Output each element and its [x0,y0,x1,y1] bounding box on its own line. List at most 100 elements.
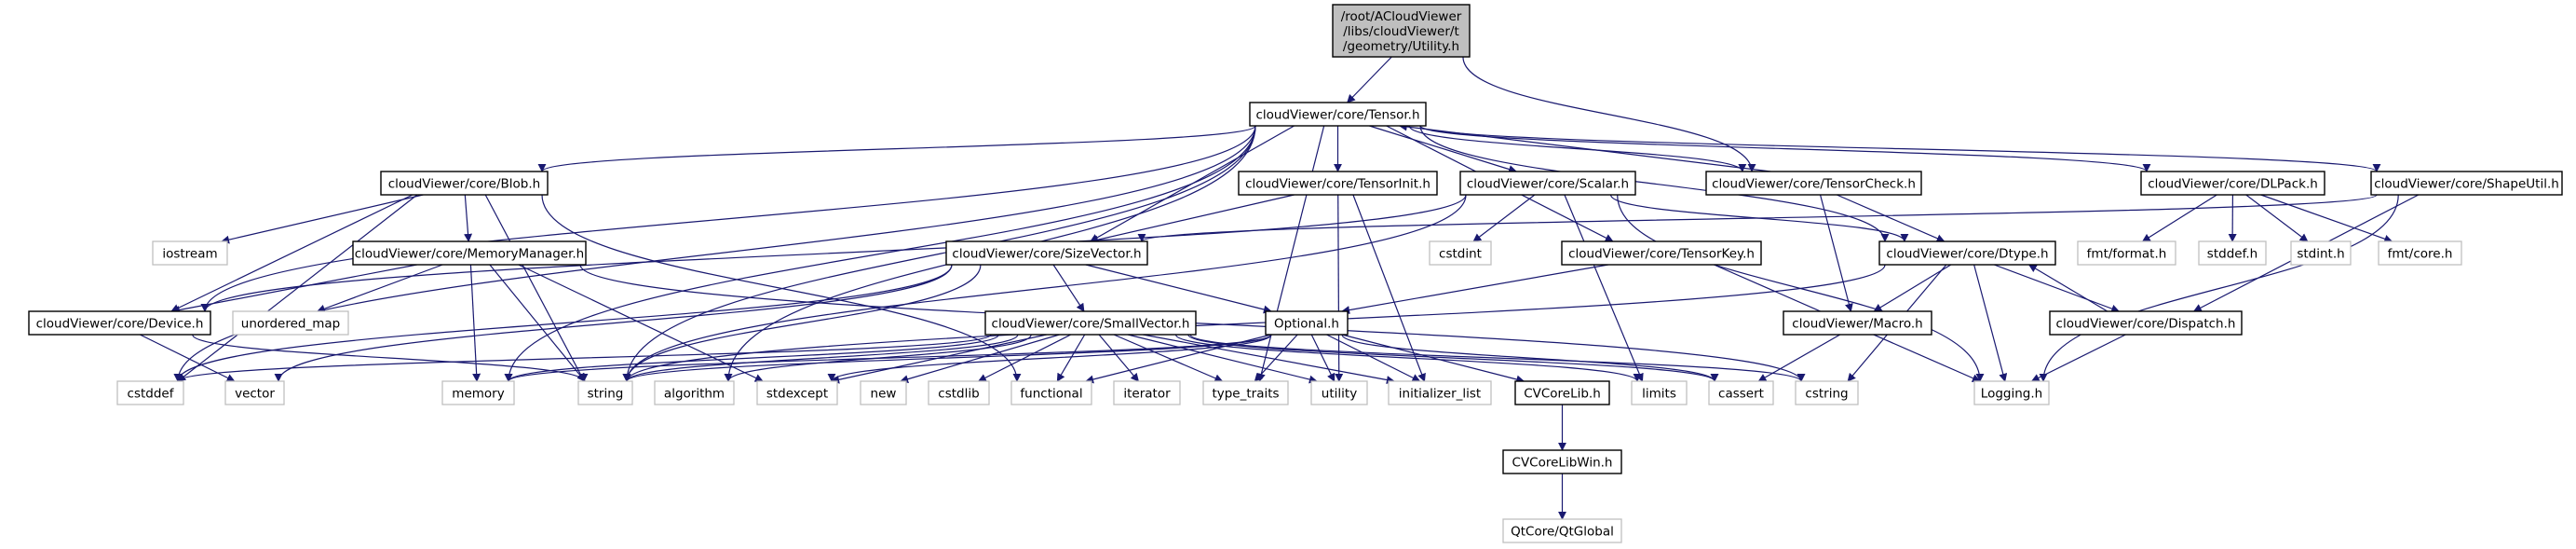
node-scalar[interactable]: cloudViewer/core/Scalar.h [1459,171,1636,196]
node-box-dtype[interactable] [1878,240,2056,266]
node-box-smallvector[interactable] [984,310,1197,336]
node-label-cvcorelib: CVCoreLib.h [1524,387,1601,402]
node-macro[interactable]: cloudViewer/Macro.h [1783,310,1932,336]
node-label-stddefh: stddef.h [2207,247,2257,262]
node-box-unordered_map [232,310,349,336]
node-box-macro[interactable] [1783,310,1932,336]
node-label-initializer_list: initializer_list [1399,387,1481,402]
node-box-shapeutil[interactable] [2370,171,2563,196]
node-blob[interactable]: cloudViewer/core/Blob.h [380,171,549,196]
edge-tensor-to-scalar [1369,125,1518,173]
edge-root-to-tensor [1347,56,1392,103]
node-tensorcheck[interactable]: cloudViewer/core/TensorCheck.h [1705,171,1922,196]
node-box-cvcorelibwin[interactable] [1502,449,1622,474]
edge-tensor-to-blob [537,125,1256,172]
node-label-qtglobal: QtCore/QtGlobal [1511,525,1614,540]
node-box-limits [1631,380,1688,405]
node-box-dlpack[interactable] [2140,171,2325,196]
node-tensorkey[interactable]: cloudViewer/core/TensorKey.h [1561,240,1762,266]
node-label-dlpack: cloudViewer/core/DLPack.h [2148,177,2318,192]
node-box-vector [224,380,285,405]
node-label-fmtcore: fmt/core.h [2388,247,2453,262]
node-label-scalar: cloudViewer/core/Scalar.h [1467,177,1629,192]
edge-smallvector-to-functional [1056,334,1086,382]
node-cvcorelibwin[interactable]: CVCoreLibWin.h [1502,449,1622,474]
node-root[interactable]: /root/ACloudViewer/libs/cloudViewer/t/ge… [1332,4,1471,58]
node-label-cstdlib: cstdlib [938,387,979,402]
node-tensorinit[interactable]: cloudViewer/core/TensorInit.h [1238,171,1438,196]
edge-tensor-to-type_traits [1256,125,1325,382]
edge-tensor-to-dtype [1419,125,1890,242]
edge-sizevector-to-smallvector [1052,264,1085,312]
node-cvcorelib[interactable]: CVCoreLib.h [1514,380,1610,405]
node-label-root: /geometry/Utility.h [1343,39,1459,54]
edge-memorymanager-to-memory [469,264,481,382]
node-logging: Logging.h [1973,380,2050,405]
node-label-tensorkey: cloudViewer/core/TensorKey.h [1568,247,1755,262]
node-box-tensorinit[interactable] [1238,171,1438,196]
node-box-tensorcheck[interactable] [1705,171,1922,196]
edge-tensor-to-dlpack [1419,125,2151,172]
node-box-root[interactable] [1332,4,1471,58]
edge-scalar-to-string [622,194,1467,382]
node-fmtformat: fmt/format.h [2077,240,2176,266]
node-box-blob[interactable] [380,171,549,196]
node-device[interactable]: cloudViewer/core/Device.h [28,310,211,336]
node-optional[interactable]: Optional.h [1265,310,1349,336]
node-box-fmtcore [2378,240,2462,266]
node-box-iostream [152,240,228,266]
edge-memorymanager-to-stdexcept [518,264,764,382]
node-box-fmtformat [2077,240,2176,266]
edge-dlpack-to-stdinth [2245,194,2309,242]
node-smallvector[interactable]: cloudViewer/core/SmallVector.h [984,310,1197,336]
node-shapeutil[interactable]: cloudViewer/core/ShapeUtil.h [2370,171,2563,196]
node-box-sizevector[interactable] [945,240,1148,266]
node-cstdint: cstdint [1429,240,1492,266]
edge-root-to-tensorcheck [1462,56,1756,172]
node-dispatch[interactable]: cloudViewer/core/Dispatch.h [2049,310,2243,336]
edge-scalar-to-logging [1617,194,1985,382]
node-sizevector[interactable]: cloudViewer/core/SizeVector.h [945,240,1148,266]
node-box-optional[interactable] [1265,310,1349,336]
edge-shapeutil-to-sizevector [1137,194,2378,242]
edge-tensorcheck-to-macro [1819,194,1853,312]
edge-tensor-to-shapeutil [1419,125,2381,172]
edge-tensorkey-to-optional [1341,264,1608,315]
node-box-memory [441,380,515,405]
edge-optional-to-memory [504,334,1272,382]
node-box-tensorkey[interactable] [1561,240,1762,266]
node-memorymanager[interactable]: cloudViewer/core/MemoryManager.h [352,240,587,266]
edges-layer [139,56,2420,520]
node-stdexcept: stdexcept [756,380,838,405]
node-box-dispatch[interactable] [2049,310,2243,336]
node-label-iterator: iterator [1123,387,1171,402]
edge-blob-to-memorymanager [464,194,473,242]
node-label-logging: Logging.h [1981,387,2042,402]
node-label-dispatch: cloudViewer/core/Dispatch.h [2056,317,2236,332]
node-label-tensor: cloudViewer/core/Tensor.h [1255,108,1419,123]
edge-tensorinit-to-utility [1335,194,1344,382]
node-initializer_list: initializer_list [1388,380,1492,405]
edge-smallvector-to-cstdlib [977,334,1072,382]
node-box-memorymanager[interactable] [352,240,587,266]
node-label-string: string [588,387,624,402]
node-box-cvcorelib[interactable] [1514,380,1610,405]
node-cassert: cassert [1708,380,1774,405]
node-stdinth: stdint.h [2290,240,2352,266]
edge-blob-to-functional [541,194,1022,382]
node-box-scalar[interactable] [1459,171,1636,196]
node-box-device[interactable] [28,310,211,336]
node-box-tensor[interactable] [1249,102,1427,127]
node-label-tensorcheck: cloudViewer/core/TensorCheck.h [1712,177,1916,192]
edge-smallvector-to-cstddef [173,334,992,382]
edge-dtype-to-macro [1873,264,1952,312]
edge-smallvector-to-new [900,334,1060,384]
node-tensor[interactable]: cloudViewer/core/Tensor.h [1249,102,1427,127]
node-label-cassert: cassert [1718,387,1764,402]
node-dtype[interactable]: cloudViewer/core/Dtype.h [1878,240,2056,266]
edge-memorymanager-to-unordered_map [316,264,443,313]
node-dlpack[interactable]: cloudViewer/core/DLPack.h [2140,171,2325,196]
node-iostream: iostream [152,240,228,266]
node-box-logging [1973,380,2050,405]
edge-tensorcheck-to-dtype [1837,194,1946,242]
